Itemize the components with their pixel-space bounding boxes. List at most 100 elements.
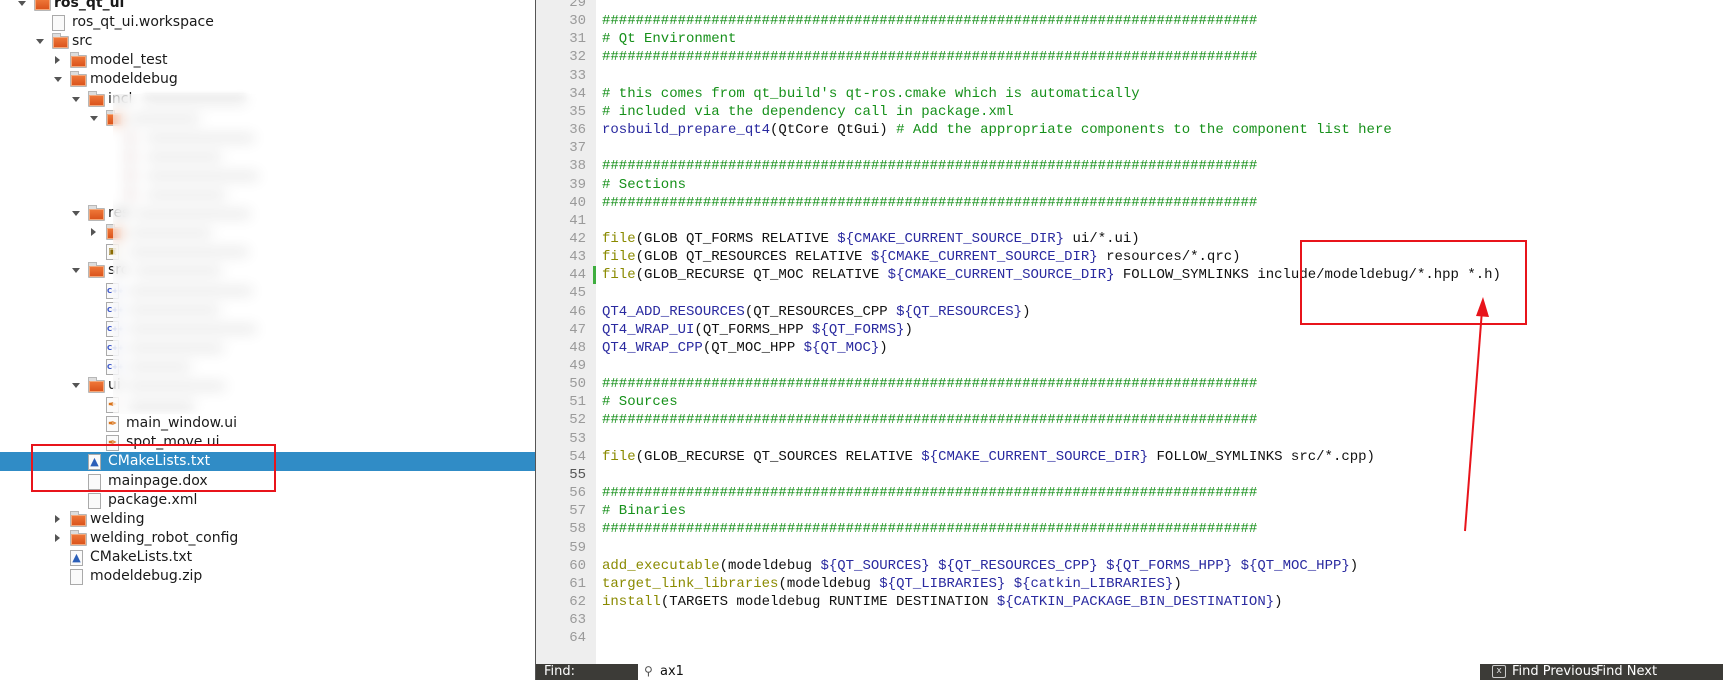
code-line[interactable]: # Sources — [602, 393, 678, 411]
expand-arrow-icon[interactable] — [36, 39, 44, 45]
expand-arrow-icon[interactable] — [54, 77, 62, 83]
tree-item-label: ros_qt_ui.workspace — [72, 14, 214, 31]
code-line[interactable]: ########################################… — [602, 520, 1257, 538]
code-line[interactable]: file(GLOB QT_RESOURCES RELATIVE ${CMAKE_… — [602, 248, 1241, 266]
line-number: 30 — [569, 13, 586, 30]
code-token: (GLOB_RECURSE QT_SOURCES RELATIVE — [635, 448, 922, 465]
code-token: ${QT_MOC} — [803, 339, 880, 356]
tree-item[interactable]: ros_qt_ui.workspace — [0, 13, 535, 32]
code-token: # Binaries — [602, 503, 687, 520]
line-number: 62 — [569, 593, 586, 610]
expand-arrow-icon[interactable] — [90, 115, 98, 121]
code-line[interactable]: file(GLOB QT_FORMS RELATIVE ${CMAKE_CURR… — [602, 230, 1140, 248]
code-token: install — [602, 593, 661, 610]
tree-item-label: model_test — [90, 52, 168, 69]
tree-item[interactable]: welding — [0, 510, 535, 529]
modified-line-marker — [593, 266, 596, 285]
folder-icon — [88, 90, 105, 107]
line-number: 59 — [569, 539, 586, 556]
code-line[interactable]: ########################################… — [602, 157, 1257, 175]
code-token: ui/*.ui) — [1064, 230, 1140, 247]
code-line[interactable]: QT4_ADD_RESOURCES(QT_RESOURCES_CPP ${QT_… — [602, 303, 1031, 321]
find-bar: Find: ⚲ ax1 x Find Previous Find Next — [536, 664, 1723, 680]
tree-item-label: CMakeLists.txt — [108, 453, 211, 470]
code-line[interactable]: ########################################… — [602, 484, 1257, 502]
collapse-arrow-icon[interactable] — [55, 533, 60, 542]
file-icon — [88, 473, 101, 490]
code-token: (QT_MOC_HPP — [702, 339, 804, 356]
tree-item-label: modeldebug — [90, 71, 178, 88]
line-number: 34 — [569, 85, 586, 102]
code-token: ${QT_LIBRARIES} — [879, 575, 1006, 592]
line-number: 47 — [569, 321, 586, 338]
code-line[interactable]: ########################################… — [602, 12, 1257, 30]
tree-item[interactable]: modeldebug — [0, 70, 535, 89]
line-number: 60 — [569, 557, 586, 574]
code-line[interactable]: # Qt Environment — [602, 30, 736, 48]
code-line[interactable]: ########################################… — [602, 411, 1257, 429]
line-number: 29 — [569, 0, 586, 11]
line-number: 57 — [569, 503, 586, 520]
clear-icon[interactable]: x — [1492, 665, 1506, 678]
code-line[interactable]: QT4_WRAP_UI(QT_FORMS_HPP ${QT_FORMS}) — [602, 321, 913, 339]
code-token: ${QT_RESOURCES_CPP} — [938, 557, 1098, 574]
code-line[interactable]: add_executable(modeldebug ${QT_SOURCES} … — [602, 557, 1358, 575]
code-token: ########################################… — [602, 485, 1258, 502]
tree-item[interactable]: package.xml — [0, 491, 535, 510]
code-token: file — [602, 230, 636, 247]
tree-item[interactable]: welding_robot_config — [0, 529, 535, 548]
tree-item[interactable]: ros_qt_ui — [0, 0, 535, 13]
expand-arrow-icon[interactable] — [72, 211, 80, 217]
tree-item[interactable]: ▲CMakeLists.txt — [0, 452, 535, 472]
tree-item-label: welding_robot_config — [90, 529, 239, 546]
line-number: 56 — [569, 485, 586, 502]
expand-arrow-icon[interactable] — [18, 1, 26, 6]
tree-item[interactable]: mainpage.dox — [0, 472, 535, 491]
collapse-arrow-icon[interactable] — [55, 514, 60, 523]
expand-arrow-icon[interactable] — [72, 383, 80, 388]
code-token: QT4_WRAP_CPP — [602, 339, 703, 356]
code-token: ${CATKIN_PACKAGE_BIN_DESTINATION} — [996, 593, 1275, 610]
code-token: resources/*.qrc) — [1097, 249, 1241, 266]
tree-item-label: CMakeLists.txt — [90, 548, 193, 565]
find-input[interactable]: ⚲ ax1 — [638, 664, 1480, 680]
code-line[interactable]: ########################################… — [602, 194, 1257, 212]
line-number: 38 — [569, 158, 586, 175]
tree-item[interactable]: ✒main_window.ui — [0, 414, 535, 433]
code-line[interactable]: # this comes from qt_build's qt-ros.cmak… — [602, 85, 1140, 103]
find-next-button[interactable]: Find Next — [1596, 664, 1658, 679]
tree-item-label: package.xml — [108, 491, 198, 508]
code-line[interactable]: # Binaries — [602, 502, 686, 520]
collapse-arrow-icon[interactable] — [91, 228, 96, 237]
code-line[interactable]: ########################################… — [602, 48, 1257, 66]
collapse-arrow-icon[interactable] — [55, 56, 60, 65]
line-number: 61 — [569, 575, 586, 592]
tree-item[interactable]: modeldebug.zip — [0, 567, 535, 586]
tree-item[interactable]: model_test — [0, 51, 535, 70]
code-token: add_executable — [602, 557, 720, 574]
tree-item[interactable]: ✒spot_move.ui — [0, 433, 535, 452]
line-number: 51 — [569, 394, 586, 411]
code-token: # Add the appropriate components to the … — [896, 122, 1392, 139]
code-line[interactable]: file(GLOB_RECURSE QT_SOURCES RELATIVE ${… — [602, 448, 1375, 466]
tree-item[interactable]: src — [0, 32, 535, 51]
code-line[interactable]: # Sections — [602, 176, 686, 194]
ui-icon: ✒ — [106, 416, 119, 433]
code-line[interactable]: rosbuild_prepare_qt4(QtCore QtGui) # Add… — [602, 121, 1392, 139]
tree-item[interactable]: ▲CMakeLists.txt — [0, 548, 535, 567]
folder-icon — [70, 529, 87, 546]
code-line[interactable]: file(GLOB_RECURSE QT_MOC RELATIVE ${CMAK… — [602, 266, 1501, 284]
code-line[interactable]: ########################################… — [602, 375, 1257, 393]
code-token: ########################################… — [602, 521, 1258, 538]
code-line[interactable]: target_link_libraries(modeldebug ${QT_LI… — [602, 575, 1182, 593]
line-number: 55 — [569, 466, 586, 483]
code-line[interactable]: # included via the dependency call in pa… — [602, 103, 1014, 121]
expand-arrow-icon[interactable] — [72, 268, 80, 274]
code-token: QT4_WRAP_UI — [602, 321, 695, 338]
find-previous-button[interactable]: Find Previous — [1512, 664, 1598, 679]
code-line[interactable]: QT4_WRAP_CPP(QT_MOC_HPP ${QT_MOC}) — [602, 339, 888, 357]
expand-arrow-icon[interactable] — [72, 96, 80, 102]
code-line[interactable]: install(TARGETS modeldebug RUNTIME DESTI… — [602, 593, 1283, 611]
